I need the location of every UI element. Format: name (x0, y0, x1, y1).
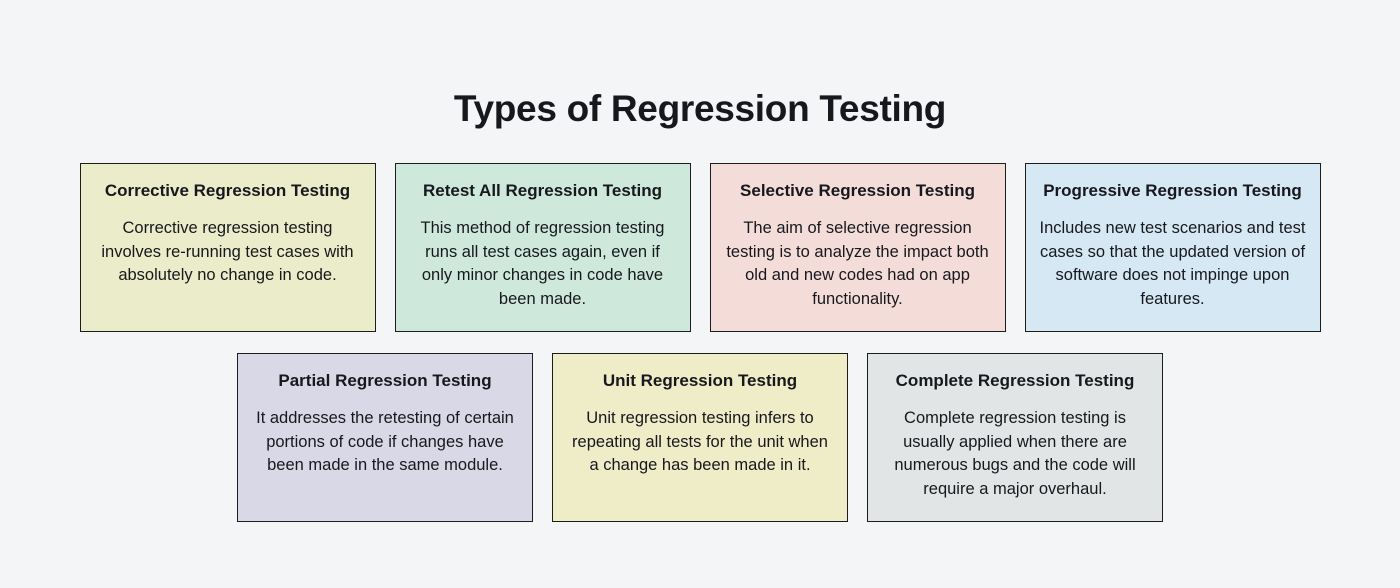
card-title: Retest All Regression Testing (423, 181, 662, 200)
card-body: Unit regression testing infers to repeat… (572, 409, 828, 475)
card-partial-regression-testing: Partial Regression Testing It addresses … (237, 353, 533, 522)
card-body: Includes new test scenarios and test cas… (1039, 219, 1306, 308)
card-body: Corrective regression testing involves r… (101, 219, 354, 285)
card-body: This method of regression testing runs a… (420, 219, 665, 308)
card-title: Progressive Regression Testing (1043, 181, 1302, 200)
card-complete-regression-testing: Complete Regression Testing Complete reg… (867, 353, 1163, 522)
card-row-top: Corrective Regression Testing Corrective… (0, 163, 1400, 332)
card-body: It addresses the retesting of certain po… (256, 409, 514, 475)
card-selective-regression-testing: Selective Regression Testing The aim of … (709, 163, 1006, 332)
card-title: Corrective Regression Testing (104, 181, 351, 200)
card-title: Partial Regression Testing (278, 371, 492, 390)
card-body: Complete regression testing is usually a… (894, 409, 1136, 498)
card-title: Complete Regression Testing (895, 371, 1135, 390)
card-retest-all-regression-testing: Retest All Regression Testing This metho… (394, 163, 691, 332)
card-body: The aim of selective regression testing … (726, 219, 989, 308)
page-title: Types of Regression Testing (453, 87, 947, 129)
card-corrective-regression-testing: Corrective Regression Testing Corrective… (79, 163, 376, 332)
card-title: Selective Regression Testing (740, 181, 975, 200)
card-unit-regression-testing: Unit Regression Testing Unit regression … (552, 353, 848, 522)
card-row-bottom: Partial Regression Testing It addresses … (0, 353, 1400, 522)
card-progressive-regression-testing: Progressive Regression Testing Includes … (1024, 163, 1321, 332)
card-title: Unit Regression Testing (602, 371, 798, 390)
